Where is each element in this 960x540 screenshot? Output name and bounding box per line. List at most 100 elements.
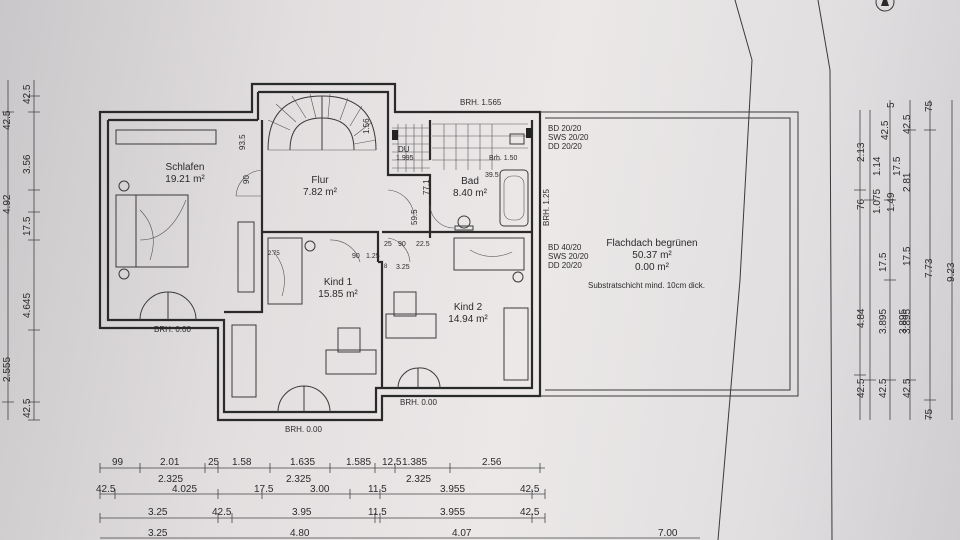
- room-bad: Bad 8.40 m²: [440, 176, 500, 200]
- bd-r5-4: 7.00: [658, 528, 678, 539]
- rd-c4-3: 17.5: [902, 246, 913, 266]
- room-flachdach-name: Flachdach begrünen: [606, 238, 698, 249]
- rd-c2-5: 42.5: [878, 378, 889, 398]
- du-label: DU: [398, 145, 410, 154]
- rd-c4-5: 42.5: [902, 378, 913, 398]
- column-marker: [392, 130, 398, 140]
- dim-90a: 90: [242, 175, 251, 184]
- opening-mid-3: DD 20/20: [548, 261, 582, 270]
- rd-c5-2: 7.73: [924, 258, 935, 278]
- shower-grid: [392, 123, 528, 172]
- door-schlafen: [235, 169, 263, 197]
- room-kind1: Kind 1 15.85 m²: [308, 277, 368, 301]
- ld-4: 4.92: [2, 194, 13, 214]
- dim-156: 1.56: [362, 118, 371, 134]
- dim-275: 2.75: [268, 251, 280, 257]
- brh-schlafen: BRH. 0.00: [154, 325, 191, 334]
- bd-r4-1: 3.25: [148, 507, 168, 518]
- bd-r3-1: 42.5: [96, 484, 116, 495]
- bd-r1-6: 1.585: [346, 457, 372, 468]
- bd-r1-3: 25: [208, 457, 220, 468]
- north-arrow-icon: [875, 0, 895, 12]
- flachdach-note: Substratschicht mind. 10cm dick.: [588, 281, 705, 290]
- bd-r5-2: 4.80: [290, 528, 310, 539]
- openings-top: BD 20/20 SWS 20/20 DD 20/20: [548, 124, 588, 151]
- dim-90c: 90: [352, 253, 360, 260]
- ld-2: 42.5: [2, 110, 13, 130]
- ld-5: 17.5: [22, 216, 33, 236]
- rd-c4-4: 3.895: [902, 308, 913, 334]
- bd-r4-4: 11.5: [368, 507, 387, 518]
- rd-c6-1: 9.23: [946, 262, 957, 282]
- dim-125: 1.25: [366, 253, 380, 260]
- left-dimension-chain: [2, 80, 40, 421]
- dim-25: 25: [384, 241, 392, 248]
- rd-c3-1: 5: [886, 102, 897, 108]
- rd-c3-3: 1.49: [886, 192, 897, 212]
- interior-walls: [224, 120, 532, 388]
- opening-top-1: BD 20/20: [548, 124, 582, 133]
- room-kind2-name: Kind 2: [453, 302, 483, 313]
- rd-c2-2: 1.075: [872, 188, 883, 214]
- bathtub: [499, 169, 529, 227]
- opening-mid-2: SWS 20/20: [548, 252, 589, 261]
- room-flur-name: Flur: [311, 175, 329, 186]
- room-kind2-area: 14.94 m²: [448, 314, 488, 325]
- dim-90b: 90: [398, 241, 406, 248]
- room-kind1-area: 15.85 m²: [318, 289, 358, 300]
- dim-325: 3.25: [396, 264, 410, 271]
- door-bad: [387, 189, 415, 217]
- bd-r3-3: 17.5: [254, 484, 274, 495]
- rd-c4-2: 2.81: [902, 172, 913, 192]
- rd-c5-1: 75: [924, 100, 935, 112]
- rd-c2-4: 3.895: [878, 308, 889, 334]
- dim-595: 59.5: [410, 209, 419, 225]
- bd-r1-2: 2.01: [160, 457, 180, 468]
- bd-r2-1: 2.325: [158, 474, 184, 485]
- ld-7: 2.555: [2, 356, 13, 382]
- rd-c4-1: 42.5: [902, 114, 913, 134]
- kind1-furniture: [231, 237, 377, 413]
- brh-kind1: BRH. 0.00: [285, 425, 322, 434]
- rd-c3-2: 42.5: [880, 120, 891, 140]
- bd-r3-2: 4.025: [172, 484, 198, 495]
- ld-8: 42.5: [22, 398, 33, 418]
- rd-c1-3: 4.84: [856, 308, 867, 328]
- bd-r5-3: 4.07: [452, 528, 472, 539]
- opening-mid-1: BD 40/20: [548, 243, 582, 252]
- dim-935: 93.5: [238, 134, 247, 150]
- bd-r1-9: 2.56: [482, 457, 502, 468]
- room-flur: Flur 7.82 m²: [290, 175, 350, 199]
- bd-r4-6: 42.5: [520, 507, 540, 518]
- exterior-walls: [98, 82, 542, 422]
- room-bad-name: Bad: [461, 176, 479, 187]
- kind2-furniture: [385, 237, 529, 389]
- brh-bad: Brh. 1.50: [489, 155, 518, 162]
- rd-c5-3: 75: [924, 408, 935, 420]
- right-dimension-chain: [854, 100, 953, 420]
- toilet-icon: [457, 215, 471, 229]
- brh-side: BRH. 1.25: [542, 189, 551, 226]
- bd-r1-4: 1.58: [232, 457, 252, 468]
- bd-r3-4: 3.00: [310, 484, 330, 495]
- opening-top-2: SWS 20/20: [548, 133, 589, 142]
- toilet-tank: [454, 225, 474, 231]
- room-flachdach-area: 50.37 m²: [632, 250, 672, 261]
- room-bad-area: 8.40 m²: [453, 188, 487, 199]
- opening-top-3: DD 20/20: [548, 142, 582, 151]
- bd-r2-3: 2.325: [406, 474, 432, 485]
- rd-c2-1: 1.14: [872, 156, 883, 176]
- bd-r5-1: 3.25: [148, 528, 168, 539]
- rd-c1-4: 42.5: [856, 378, 867, 398]
- flachdach-outline: [540, 111, 799, 397]
- du-height: 1.995: [396, 155, 414, 162]
- dim-8: 8: [384, 264, 388, 270]
- room-schlafen-name: Schlafen: [165, 162, 205, 173]
- ld-6: 4.645: [22, 292, 33, 318]
- dim-771: 77.1: [422, 179, 431, 195]
- rd-c1-1: 2.13: [856, 142, 867, 162]
- bd-r4-2: 42.5: [212, 507, 232, 518]
- bd-r1-8: 1.385: [402, 457, 428, 468]
- staircase: [267, 93, 377, 151]
